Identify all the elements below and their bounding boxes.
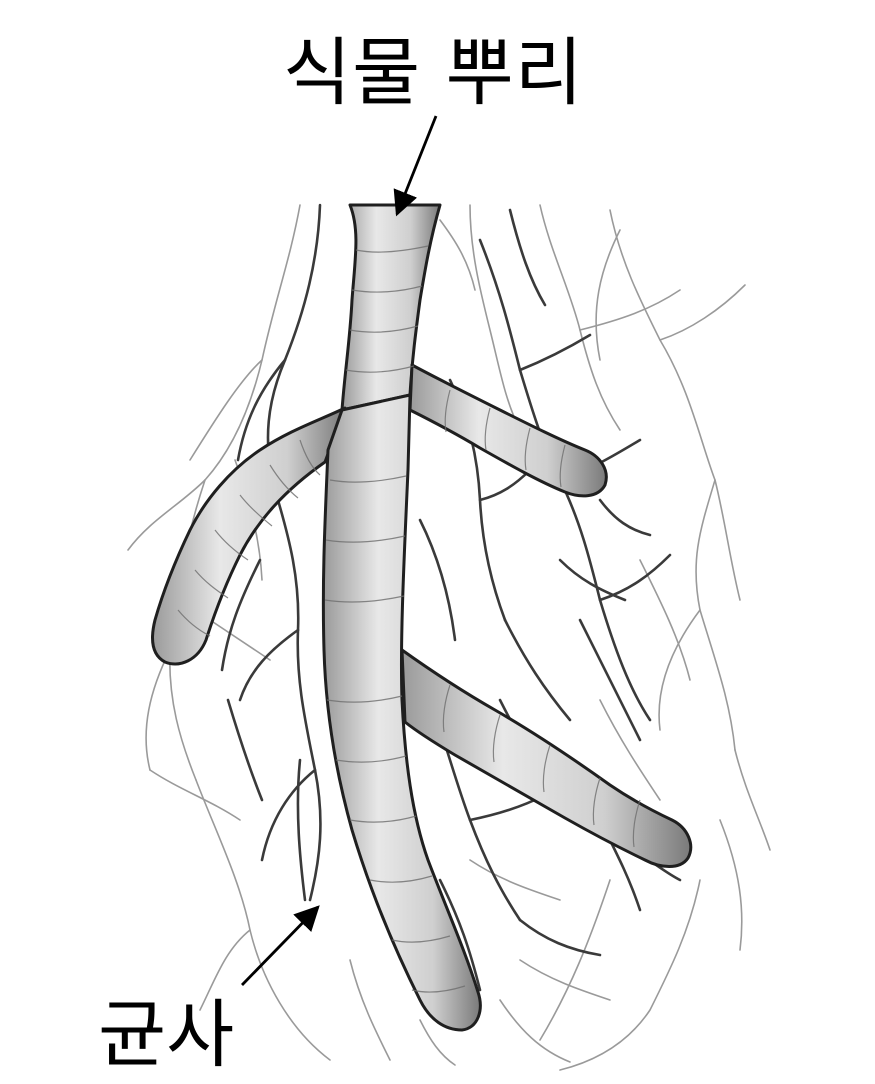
- root-branch-upper-right: [408, 363, 608, 498]
- annotation-arrows: [240, 115, 438, 986]
- hyphae-label: 균사: [98, 992, 235, 1078]
- hyphae-pointer-arrow: [240, 905, 320, 986]
- plant-root: [151, 203, 693, 1032]
- plant-root-label: 식물 뿌리: [283, 30, 584, 116]
- hyphae-network: [127, 203, 771, 1071]
- root-branch-left: [151, 406, 347, 666]
- root-main-lower: [321, 393, 482, 1032]
- root-pointer-arrow: [393, 115, 438, 217]
